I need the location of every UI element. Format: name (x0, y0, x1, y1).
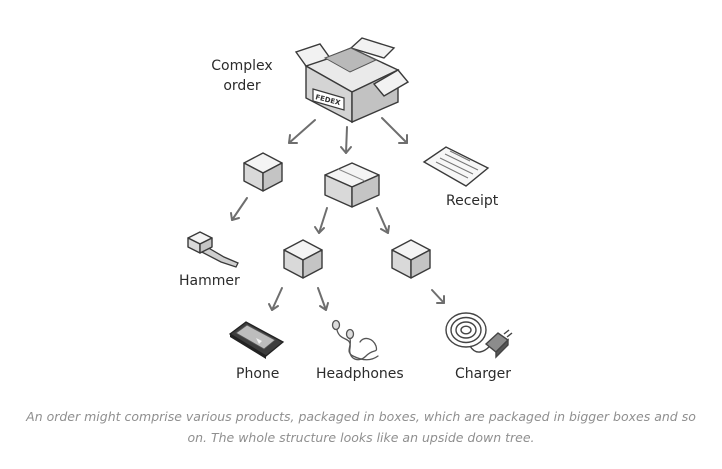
arrow-to-charger (431, 289, 445, 304)
arrow-to-small-box (288, 119, 316, 144)
arrow-to-receipt (381, 117, 408, 144)
small-box-icon (243, 152, 283, 192)
arrow-to-phone (268, 287, 283, 311)
large-box-icon (324, 162, 380, 208)
arrow-to-right-box (376, 207, 390, 234)
receipt-icon (422, 146, 490, 187)
arrow-to-hammer (230, 197, 248, 221)
phone-icon (228, 321, 285, 359)
arrow-to-left-box (314, 207, 328, 234)
figure-caption: An order might comprise various products… (26, 409, 696, 445)
order-tree-diagram: FEDEX (187, 37, 513, 361)
right-box-icon (391, 239, 431, 279)
headphones-icon (331, 319, 379, 361)
receipt-label: Receipt (446, 193, 499, 209)
headphones-label: Headphones (316, 366, 404, 382)
hammer-label: Hammer (179, 273, 240, 289)
complex-order-label-line1: Complex (211, 58, 273, 74)
arrow-to-headphones (317, 287, 329, 311)
arrow-to-large-box (340, 126, 352, 154)
left-box-icon (283, 239, 323, 279)
complex-order-label-line2: order (223, 78, 261, 94)
hammer-icon (187, 231, 239, 268)
complex-order-box-icon: FEDEX (294, 37, 410, 124)
charger-icon (445, 312, 513, 359)
phone-label: Phone (236, 366, 280, 382)
charger-label: Charger (455, 366, 511, 382)
complex-order-label: Complex order (200, 56, 284, 96)
